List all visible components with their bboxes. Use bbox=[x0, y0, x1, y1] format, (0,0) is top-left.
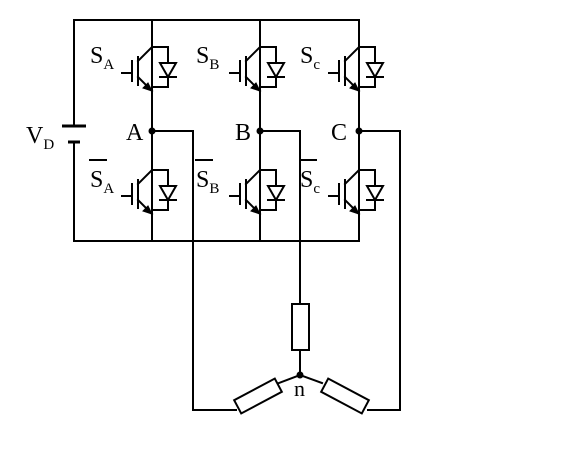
source-label: VD bbox=[26, 123, 54, 153]
phase-b-wire-top bbox=[259, 130, 301, 305]
load-lead-a bbox=[277, 373, 302, 385]
node-c-label: C bbox=[331, 120, 347, 146]
switch-sc-upper bbox=[328, 46, 384, 92]
label-sc-upper: Sc bbox=[300, 43, 320, 73]
label-sb-lower: SB bbox=[196, 167, 219, 197]
switch-sa-upper bbox=[121, 46, 177, 92]
phase-a-wire bbox=[151, 130, 237, 411]
label-sb-upper: SB bbox=[196, 43, 219, 73]
load-lead-c bbox=[298, 373, 324, 385]
node-a-label: A bbox=[126, 120, 144, 146]
load-resistor-c bbox=[319, 377, 371, 415]
node-b-label: B bbox=[235, 120, 251, 146]
switch-sc-lower bbox=[328, 169, 384, 215]
load-resistor-a bbox=[232, 377, 284, 415]
switch-sb-lower bbox=[229, 169, 285, 215]
switch-sb-upper bbox=[229, 46, 285, 92]
load-resistor-b bbox=[291, 303, 310, 351]
switch-sa-lower bbox=[121, 169, 177, 215]
neutral-label: n bbox=[294, 376, 305, 401]
label-sa-lower: SA bbox=[90, 167, 114, 197]
phase-c-wire bbox=[358, 130, 401, 411]
label-sc-lower: Sc bbox=[300, 167, 320, 197]
neutral-dot bbox=[296, 371, 304, 379]
label-sa-upper: SA bbox=[90, 43, 114, 73]
